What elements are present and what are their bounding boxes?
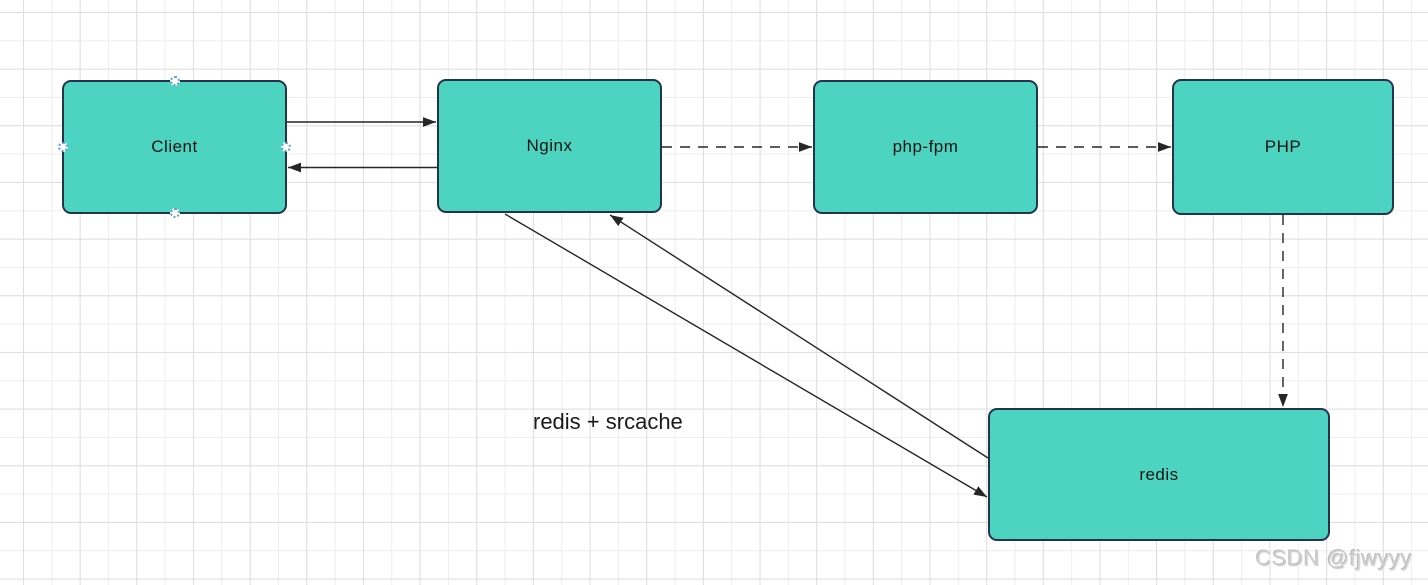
node-redis-label: redis <box>1139 464 1179 484</box>
connection-handle-right[interactable] <box>281 142 291 152</box>
node-php-fpm-label: php-fpm <box>892 137 959 156</box>
node-nginx-label: Nginx <box>526 136 573 155</box>
watermark: CSDN @fjwyyy <box>1256 546 1413 571</box>
edge-redis-to-nginx[interactable] <box>609 214 989 459</box>
node-nginx[interactable]: Nginx <box>437 79 662 213</box>
node-redis[interactable]: redis <box>988 408 1330 541</box>
node-php-label: PHP <box>1264 137 1302 156</box>
connection-handle-bottom[interactable] <box>169 208 180 218</box>
annotation-redis-srcache[interactable]: redis + srcache <box>533 409 683 434</box>
node-php[interactable]: PHP <box>1172 79 1394 215</box>
node-client-label: Client <box>151 137 198 156</box>
node-php-fpm[interactable]: php-fpm <box>813 80 1038 214</box>
node-client[interactable]: Client <box>58 76 291 218</box>
connection-handle-top[interactable] <box>169 76 180 86</box>
edge-nginx-to-redis[interactable] <box>504 213 988 498</box>
connection-handle-left[interactable] <box>58 142 68 152</box>
